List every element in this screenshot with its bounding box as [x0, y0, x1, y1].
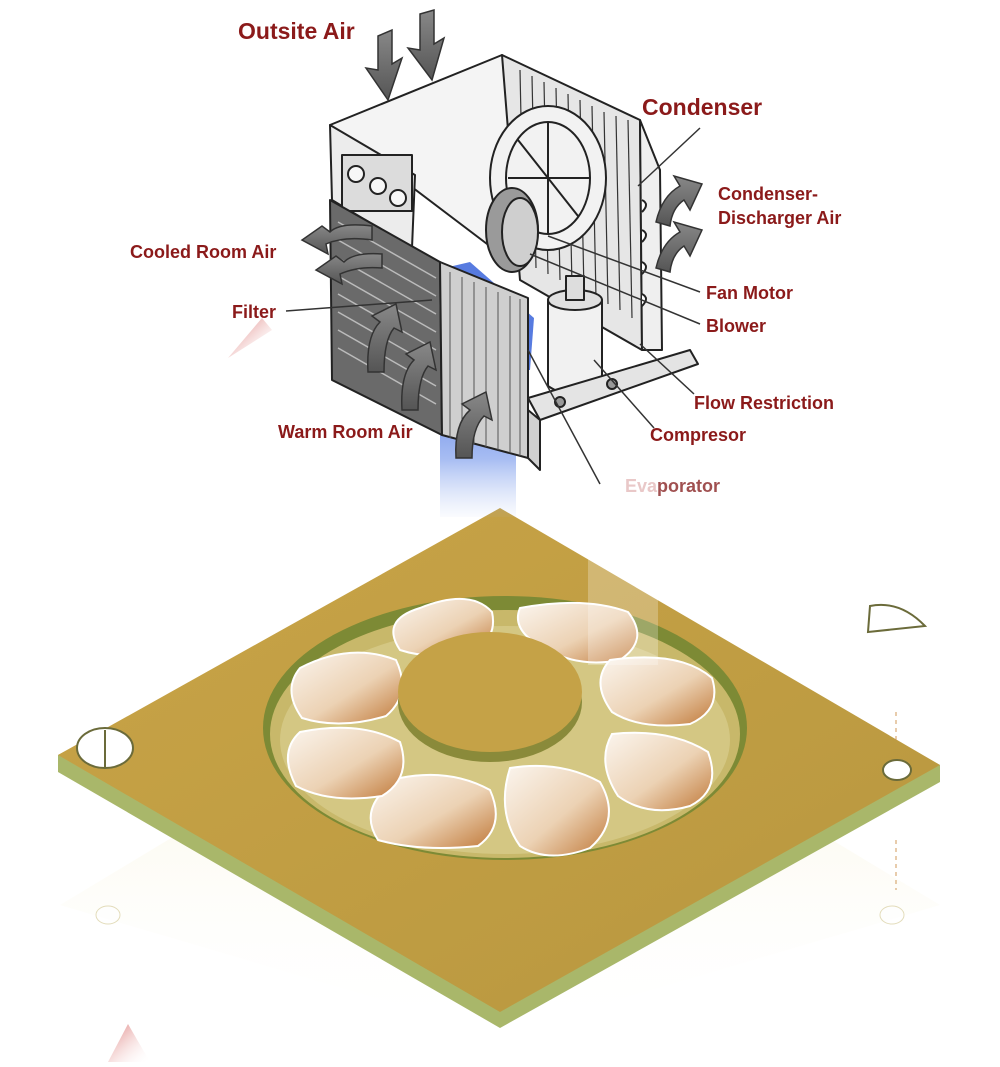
label-condenser-discharge-line2: Discharger Air [718, 208, 842, 228]
fan-blade-icon [503, 764, 610, 857]
ac-unit [329, 54, 699, 471]
label-outside-air: Outsite Air [238, 18, 355, 44]
label-fan-motor: Fan Motor [706, 283, 793, 303]
fan-blade-icon [287, 726, 405, 800]
fan-plate [58, 508, 940, 1028]
fan-blade-icon [604, 731, 714, 812]
label-evaporator-faded: Eva [625, 476, 658, 496]
label-condenser-discharge: Condenser- Discharger Air [718, 182, 841, 230]
fan-rotor [287, 598, 716, 857]
label-condenser-discharge-line1: Condenser- [718, 184, 819, 204]
fan-blade-icon [290, 651, 403, 725]
control-knobs [341, 154, 413, 212]
label-cooled-room-air: Cooled Room Air [130, 242, 277, 262]
label-filter: Filter [232, 302, 277, 322]
mounting-hole-icon [76, 727, 134, 769]
label-condenser: Condenser [642, 94, 763, 120]
fan-blade-icon [599, 656, 716, 727]
label-warm-room-air: Warm Room Air [278, 422, 413, 442]
label-evaporator-rest: porator [657, 476, 721, 496]
label-flow-restriction: Flow Restriction [694, 393, 835, 413]
label-evaporator: Evaporator [625, 476, 720, 497]
decor-triangle [108, 1024, 150, 1062]
fan-blade-icon [369, 773, 497, 849]
mounting-hole-icon [882, 759, 912, 781]
glass-shaft [588, 555, 658, 665]
decor-triangle [228, 318, 272, 358]
mounting-hole-icon [866, 604, 928, 634]
fan-hub [398, 632, 582, 762]
leader-lines [285, 127, 701, 485]
label-blower: Blower [706, 316, 767, 336]
air-flow-arrow-icon [300, 9, 704, 459]
label-compressor: Compresor [650, 425, 747, 445]
